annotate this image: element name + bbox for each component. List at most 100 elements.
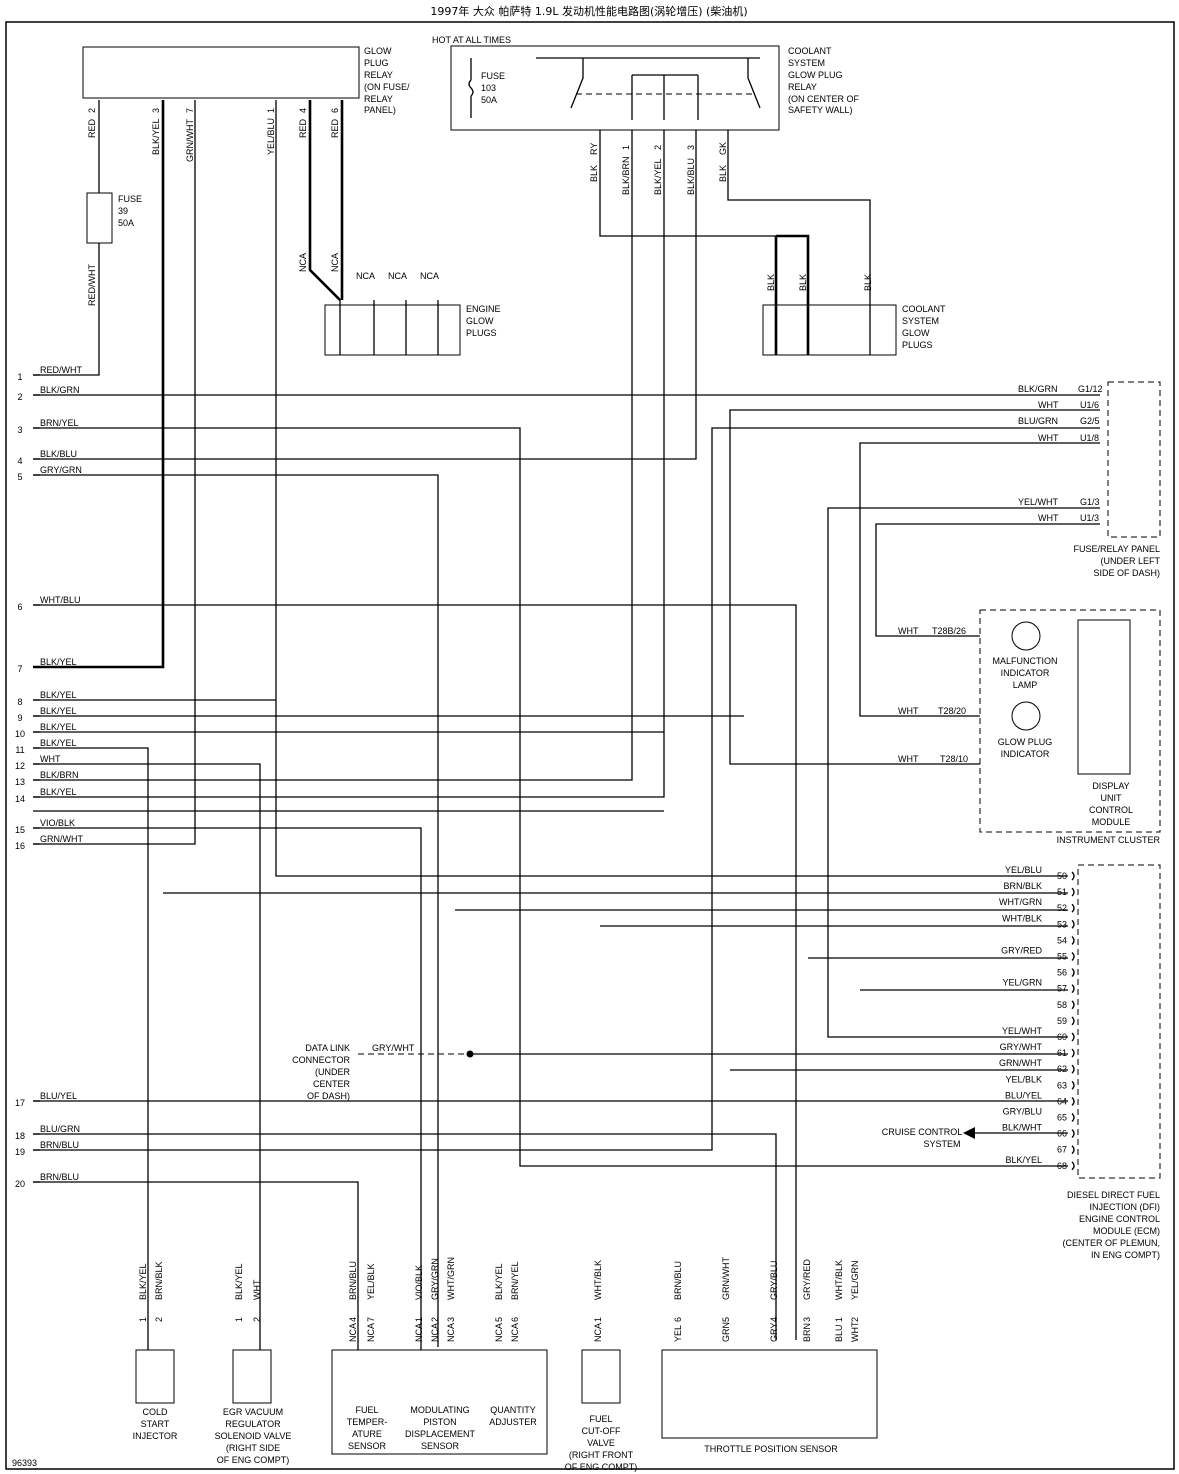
svg-text:CENTER: CENTER <box>313 1079 351 1089</box>
coolant-relay-internals <box>536 57 761 120</box>
svg-text:7: 7 <box>185 108 195 113</box>
svg-text:OF DASH): OF DASH) <box>307 1091 350 1101</box>
svg-text:T28/10: T28/10 <box>940 754 968 764</box>
bottom-lower-label: YEL <box>673 1325 683 1342</box>
left-wire-number: 5 <box>17 472 22 482</box>
svg-text:GLOW: GLOW <box>902 328 930 338</box>
ecm-pin-terminal <box>1071 1032 1075 1042</box>
left-wire-color: BLK/YEL <box>40 706 77 716</box>
ecm-pin-terminal <box>1071 935 1075 945</box>
cluster-wire-labels: WHT T28B/26 WHT T28/20 WHT T28/10 <box>898 626 968 764</box>
glow-relay-pin-labels: RED 2 BLK/YEL 3 GRN/WHT 7 YEL/BLU 1 RED … <box>87 108 340 162</box>
bottom-pin-number: 4 <box>769 1317 779 1322</box>
svg-text:DISPLACEMENT: DISPLACEMENT <box>405 1429 476 1439</box>
svg-text:CONNECTOR: CONNECTOR <box>292 1055 350 1065</box>
svg-text:CRUISE CONTROL: CRUISE CONTROL <box>882 1127 963 1137</box>
engine-glow-plugs-label: ENGINE GLOW PLUGS <box>466 304 501 338</box>
left-wire-color: GRY/GRN <box>40 465 82 475</box>
ecm-pin-number: 65 <box>1057 1113 1067 1123</box>
svg-text:INJECTION (DFI): INJECTION (DFI) <box>1090 1202 1161 1212</box>
left-wire-color: BLK/YEL <box>40 657 77 667</box>
svg-text:CUT-OFF: CUT-OFF <box>582 1426 621 1436</box>
fuel-cutoff-valve-label: FUEL CUT-OFF VALVE (RIGHT FRONT OF ENG C… <box>565 1414 638 1472</box>
data-link-wire-label: GRY/WHT <box>372 1043 415 1053</box>
svg-text:3: 3 <box>151 108 161 113</box>
glow-plug-indicator-label: GLOW PLUG INDICATOR <box>998 737 1053 759</box>
svg-text:(RIGHT SIDE: (RIGHT SIDE <box>226 1443 280 1453</box>
ecm-wire-color: WHT/BLK <box>1002 913 1042 923</box>
svg-text:CONTROL: CONTROL <box>1089 805 1133 815</box>
data-link-connector-label: DATA LINK CONNECTOR (UNDER CENTER OF DAS… <box>292 1043 350 1101</box>
ecm-pin-number: 52 <box>1057 903 1067 913</box>
throttle-position-sensor-box <box>661 1349 878 1439</box>
bottom-wire-color: BRN/YEL <box>510 1261 520 1300</box>
ecm-pin-number: 62 <box>1057 1064 1067 1074</box>
left-wire-number: 13 <box>15 777 25 787</box>
svg-text:G2/5: G2/5 <box>1080 416 1100 426</box>
svg-text:NCA: NCA <box>420 271 439 281</box>
left-wire-number: 6 <box>17 602 22 612</box>
svg-text:MODULE (ECM): MODULE (ECM) <box>1093 1226 1160 1236</box>
svg-text:SYSTEM: SYSTEM <box>788 58 825 68</box>
left-wire-labels: 1RED/WHT2BLK/GRN3BRN/YEL4BLK/BLU5GRY/GRN… <box>15 365 84 1189</box>
svg-text:BLK: BLK <box>798 274 808 291</box>
svg-text:SENSOR: SENSOR <box>421 1441 460 1451</box>
bottom-lower-label: BRN <box>802 1323 812 1342</box>
ecm-pin-number: 50 <box>1057 871 1067 881</box>
svg-text:SAFETY WALL): SAFETY WALL) <box>788 105 853 115</box>
svg-text:BLK/YEL: BLK/YEL <box>653 158 663 195</box>
bottom-wire-color: BRN/BLU <box>673 1261 683 1300</box>
svg-text:ATURE: ATURE <box>352 1429 382 1439</box>
egr-valve-box <box>232 1349 272 1404</box>
engine-glow-plugs-box <box>324 304 461 356</box>
svg-text:YEL/WHT: YEL/WHT <box>1018 497 1059 507</box>
svg-text:T28/20: T28/20 <box>938 706 966 716</box>
svg-text:DIESEL DIRECT FUEL: DIESEL DIRECT FUEL <box>1067 1190 1160 1200</box>
svg-text:WHT: WHT <box>1038 433 1059 443</box>
bottom-wire-color: GRY/BLU <box>769 1261 779 1300</box>
bottom-pin-number: 1 <box>234 1317 244 1322</box>
svg-text:DATA LINK: DATA LINK <box>305 1043 350 1053</box>
svg-text:2: 2 <box>87 108 97 113</box>
svg-text:(UNDER: (UNDER <box>315 1067 350 1077</box>
svg-text:FUSE: FUSE <box>481 71 505 81</box>
quantity-adjuster-label: QUANTITY ADJUSTER <box>489 1405 537 1427</box>
bottom-pin-number: 2 <box>154 1317 164 1322</box>
svg-text:39: 39 <box>118 206 128 216</box>
svg-text:VALVE: VALVE <box>587 1438 615 1448</box>
display-unit-label: DISPLAY UNIT CONTROL MODULE <box>1089 781 1133 827</box>
bottom-lower-label: NCA <box>430 1323 440 1342</box>
left-wire-color: WHT/BLU <box>40 595 81 605</box>
wire-label-red-wht-top: RED/WHT <box>87 264 97 306</box>
ecm-pin-terminal <box>1071 952 1075 961</box>
left-wire-number: 10 <box>15 729 25 739</box>
svg-text:ENGINE CONTROL: ENGINE CONTROL <box>1079 1214 1160 1224</box>
svg-text:BLK/YEL: BLK/YEL <box>151 118 161 155</box>
svg-text:1: 1 <box>621 145 631 150</box>
ecm-wire-color: GRN/WHT <box>999 1058 1042 1068</box>
ecm-pin-terminal <box>1071 1016 1075 1026</box>
svg-text:INDICATOR: INDICATOR <box>1001 668 1050 678</box>
ecm-pin-number: 60 <box>1057 1032 1067 1042</box>
figure-id: 96393 <box>12 1458 37 1468</box>
coolant-glow-plugs-label: COOLANT SYSTEM GLOW PLUGS <box>902 304 946 350</box>
svg-text:RY: RY <box>589 143 599 155</box>
svg-text:LAMP: LAMP <box>1013 680 1038 690</box>
hot-at-all-times-label: HOT AT ALL TIMES <box>432 35 511 45</box>
left-wire-color: BLK/YEL <box>40 722 77 732</box>
svg-text:GK: GK <box>718 142 728 155</box>
svg-text:TEMPER-: TEMPER- <box>347 1417 388 1427</box>
ecm-wire-color: BLK/YEL <box>1005 1155 1042 1165</box>
bottom-wire-color: GRY/GRN <box>430 1258 440 1300</box>
ecm-wire-color: BLK/WHT <box>1002 1123 1043 1133</box>
ecm-pin-terminal <box>1071 1096 1075 1106</box>
cruise-control-arrow-icon <box>963 1127 975 1139</box>
bottom-pin-number: 5 <box>721 1317 731 1322</box>
left-wire-color: BRN/BLU <box>40 1140 79 1150</box>
svg-text:6: 6 <box>330 108 340 113</box>
ecm-wire-color: GRY/WHT <box>1000 1042 1043 1052</box>
glow-plug-indicator-icon <box>1011 701 1041 731</box>
instrument-cluster-label: INSTRUMENT CLUSTER <box>1057 835 1161 845</box>
ecm-pin-number: 58 <box>1057 1000 1067 1010</box>
diagram-title: 1997年 大众 帕萨特 1.9L 发动机性能电路图(涡轮增压) (柴油机) <box>430 4 747 18</box>
